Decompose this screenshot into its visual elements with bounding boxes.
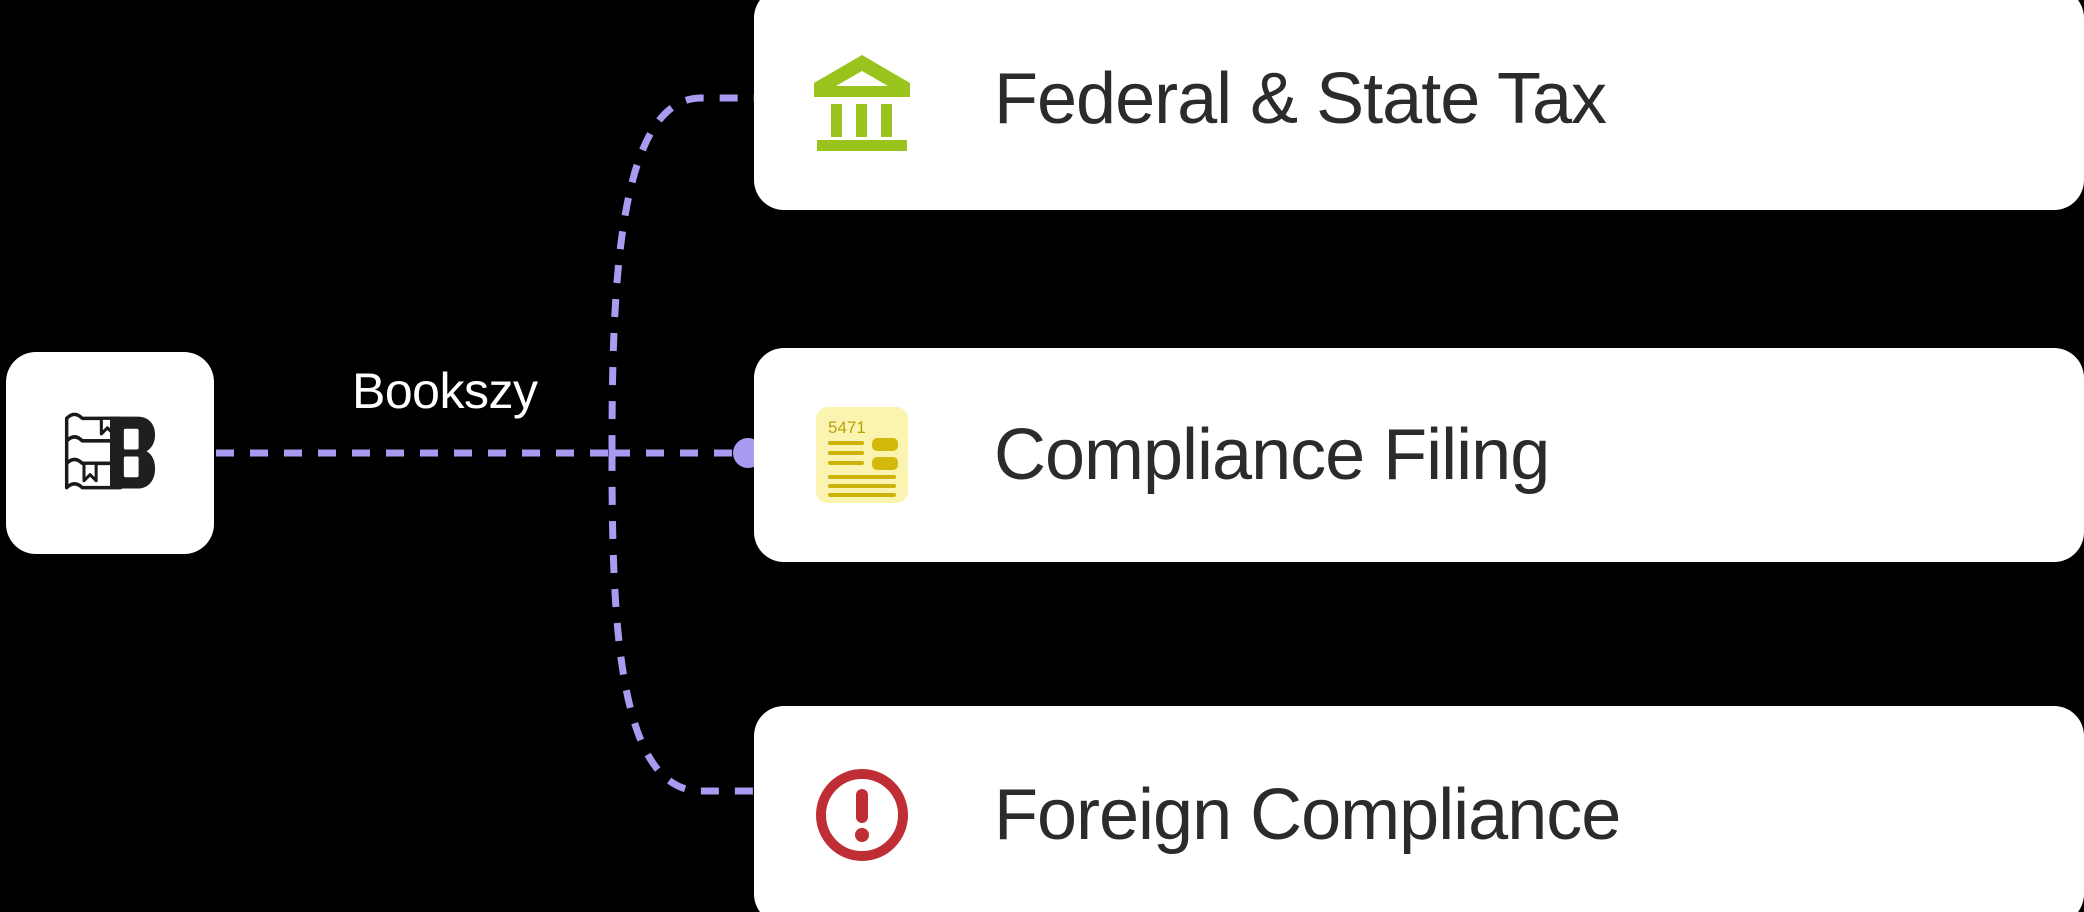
branch-label-federal-state-tax: Federal & State Tax (994, 59, 1607, 139)
connector-to-foreign-compliance (608, 452, 754, 795)
branch-card-compliance-filing[interactable]: 5471 Compliance Filing (754, 348, 2084, 562)
edge-label-bookszy: Bookszy (352, 363, 538, 419)
root-node-bookszy[interactable] (6, 352, 214, 554)
branch-label-foreign-compliance: Foreign Compliance (994, 775, 1621, 855)
document-form-5471-icon: 5471 (810, 403, 914, 507)
connector-to-federal-state-tax (608, 94, 754, 454)
bookszy-stacked-books-b-logo (64, 412, 156, 490)
bank-building-icon (810, 47, 914, 151)
branch-label-compliance-filing: Compliance Filing (994, 415, 1550, 495)
form-number-text: 5471 (828, 418, 866, 437)
branch-card-foreign-compliance[interactable]: Foreign Compliance (754, 706, 2084, 912)
branch-card-federal-state-tax[interactable]: Federal & State Tax (754, 0, 2084, 210)
exclamation-circle-warning-icon (810, 763, 914, 867)
